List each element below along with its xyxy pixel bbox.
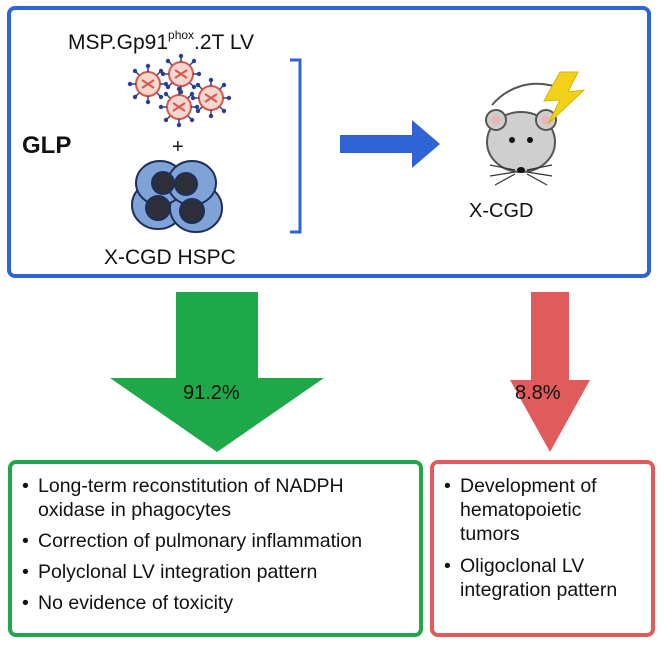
virus-particle	[127, 63, 169, 105]
hspc-cells-icon	[131, 160, 223, 233]
red-percent: 8.8%	[515, 382, 561, 404]
vector-label: MSP.Gp91phox.2T LV	[68, 28, 254, 54]
transplant-arrow	[340, 120, 440, 168]
experiment-frame	[7, 6, 651, 278]
green-outcome-arrow	[110, 292, 324, 452]
list-item: Development of hematopoietic tumors	[442, 474, 645, 546]
plus-sign: +	[172, 136, 184, 158]
virus-particle	[190, 77, 232, 119]
list-item: Long-term reconstitution of NADPH oxidas…	[20, 474, 413, 522]
green-percent: 91.2%	[183, 382, 240, 404]
red-outcome-arrow	[510, 292, 590, 452]
favorable-outcome-box: Long-term reconstitution of NADPH oxidas…	[8, 460, 423, 637]
adverse-outcome-box: Development of hematopoietic tumors Olig…	[430, 460, 655, 637]
lightning-icon	[543, 71, 586, 125]
mouse-icon	[485, 82, 566, 186]
group-label: GLP	[22, 132, 72, 159]
bracket	[290, 58, 302, 234]
cells-label: X-CGD HSPC	[104, 246, 236, 269]
favorable-outcome-list: Long-term reconstitution of NADPH oxidas…	[20, 474, 413, 622]
virus-particle	[158, 86, 200, 128]
list-item: Oligoclonal LV integration pattern	[442, 554, 645, 602]
list-item: Polyclonal LV integration pattern	[20, 560, 413, 584]
adverse-outcome-list: Development of hematopoietic tumors Olig…	[442, 474, 645, 610]
virus-particle	[160, 53, 202, 95]
list-item: No evidence of toxicity	[20, 591, 413, 615]
list-item: Correction of pulmonary inflammation	[20, 529, 413, 553]
virus-particles-icon	[127, 53, 232, 128]
mouse-label: X-CGD	[469, 200, 534, 222]
